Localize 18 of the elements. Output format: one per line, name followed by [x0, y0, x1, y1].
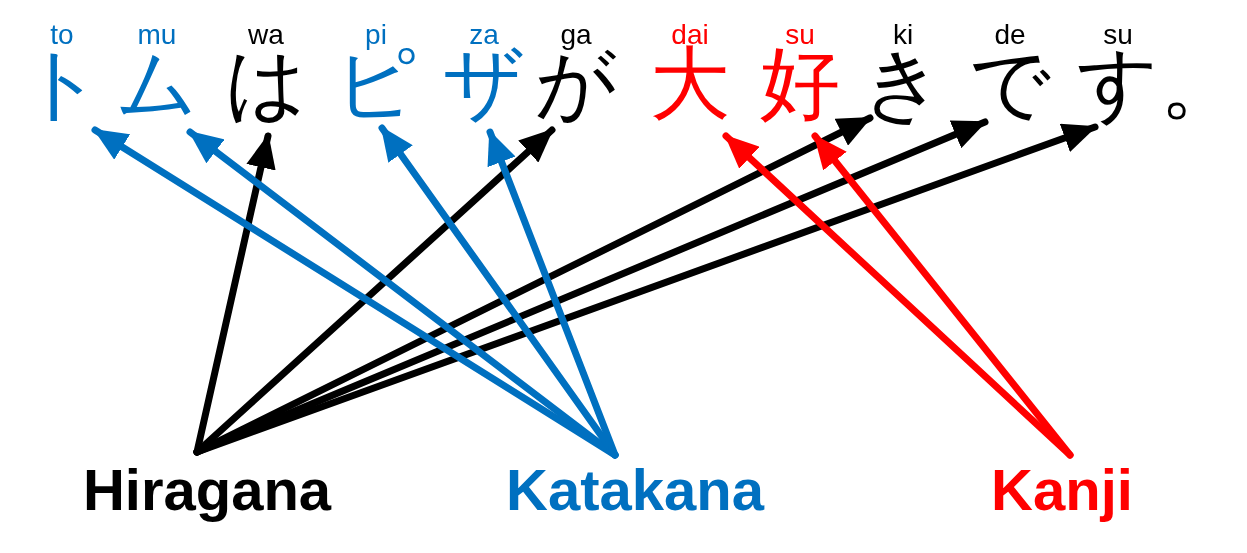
reading-text: de: [994, 20, 1026, 50]
reading-text: ki: [892, 20, 914, 50]
reading-text: za: [469, 20, 499, 50]
reading-text: ga: [560, 20, 592, 50]
arrow: [193, 132, 276, 456]
reading-text: to: [50, 20, 74, 50]
reading-text: su: [1103, 20, 1133, 50]
arrow: [378, 124, 619, 459]
arrow: [486, 128, 619, 459]
reading-text: mu: [137, 20, 177, 50]
script-label: Hiragana: [82, 458, 332, 522]
reading-text: wa: [248, 20, 284, 50]
punctuation-mark: 。: [1160, 42, 1240, 126]
script-label: Katakana: [506, 458, 764, 522]
arrow: [811, 132, 1074, 459]
reading-text: su: [785, 20, 815, 50]
script-label: Kanji: [991, 458, 1133, 522]
reading-text: pi: [365, 20, 387, 50]
